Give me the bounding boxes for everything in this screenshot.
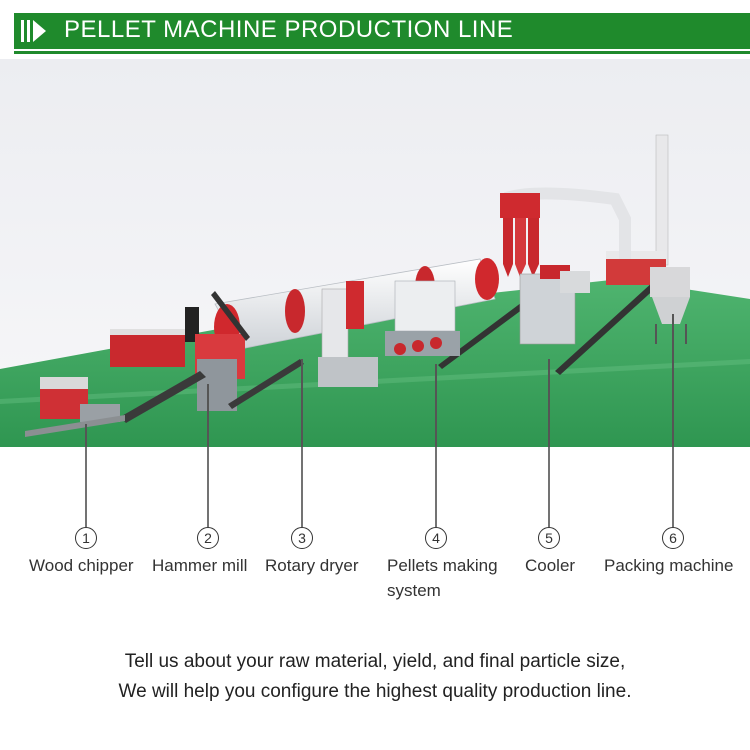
pointer-lines bbox=[85, 447, 674, 527]
banner-bar bbox=[14, 13, 750, 49]
step-label-hammer-mill: Hammer mill bbox=[152, 556, 248, 575]
footer-line-1: Tell us about your raw material, yield, … bbox=[124, 651, 626, 672]
step-number-6: 6 bbox=[662, 527, 684, 549]
header-banner: PELLET MACHINE PRODUCTION LINE bbox=[0, 0, 750, 59]
step-number-2: 2 bbox=[197, 527, 219, 549]
footer-line-2: We will help you configure the highest q… bbox=[118, 681, 632, 702]
banner-underline bbox=[14, 51, 750, 54]
step-number-4: 4 bbox=[425, 527, 447, 549]
step-label-packing-machine: Packing machine bbox=[604, 556, 734, 575]
play-chevron-icon bbox=[21, 20, 46, 42]
production-line-illustration bbox=[0, 59, 750, 447]
step-label-pellets-making: Pellets making bbox=[387, 556, 498, 575]
step-number-3: 3 bbox=[291, 527, 313, 549]
step-number-5: 5 bbox=[538, 527, 560, 549]
step-label-wood-chipper: Wood chipper bbox=[29, 556, 134, 575]
step-label-cooler: Cooler bbox=[525, 556, 576, 575]
step-label-system: system bbox=[387, 581, 441, 600]
page-title: PELLET MACHINE PRODUCTION LINE bbox=[64, 16, 514, 43]
step-label-rotary-dryer: Rotary dryer bbox=[265, 556, 359, 575]
step-number-1: 1 bbox=[75, 527, 97, 549]
